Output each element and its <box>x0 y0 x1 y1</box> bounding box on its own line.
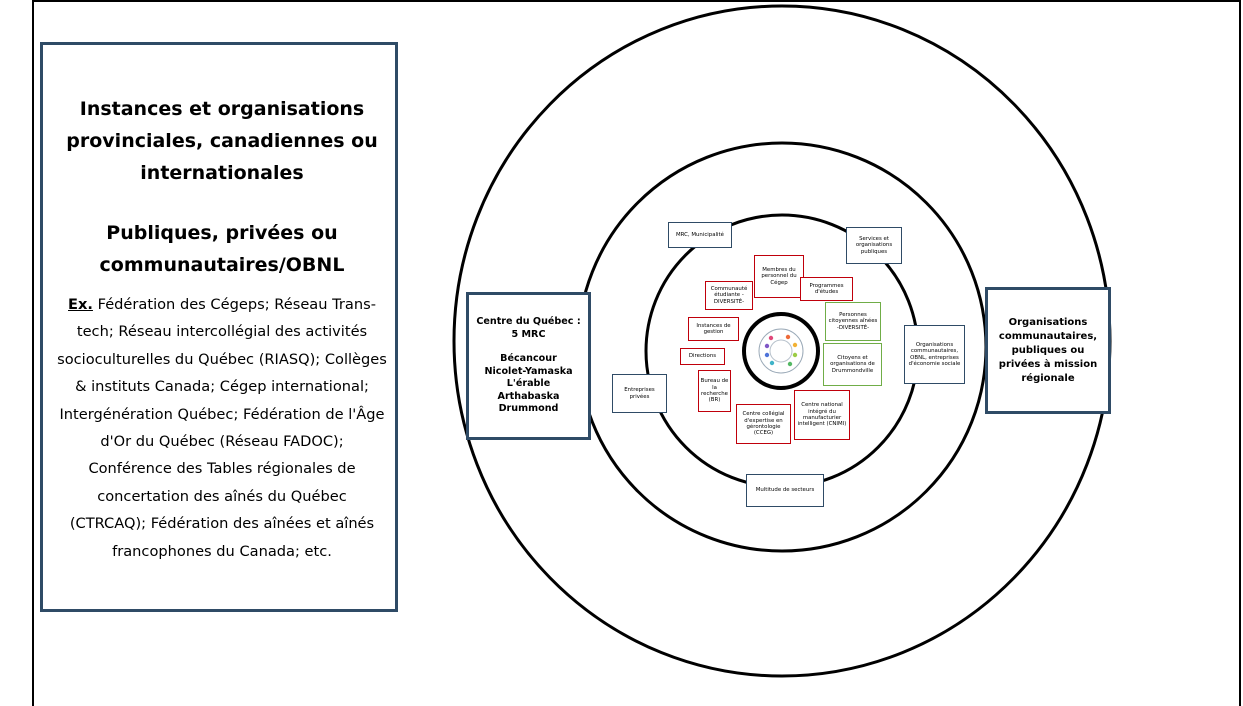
inner-circle <box>742 312 820 390</box>
citoyens-drummondville-label: Citoyens et organisations de Drummondvil… <box>823 343 882 386</box>
cceg-label: Centre collégial d'expertise en gérontol… <box>736 404 791 444</box>
regional-organizations-label: Organisations communautaires, publiques … <box>998 316 1098 384</box>
provincial-organizations-panel: Instances et organisations provinciales,… <box>40 42 398 612</box>
central-graphic <box>758 328 804 374</box>
bureau-recherche-label: Bureau de la recherche (BR) <box>698 370 731 412</box>
region-title: Centre du Québec : <box>476 315 581 327</box>
mrc-item: Arthabaska <box>497 390 560 402</box>
examples-text: Ex. Fédération des Cégeps; Réseau Trans-… <box>57 291 387 565</box>
programmes-etudes-label: Programmes d'études <box>800 277 853 301</box>
mrc-item: Drummond <box>498 403 559 415</box>
region-subtitle: 5 MRC <box>511 328 546 340</box>
panel-title: Instances et organisations provinciales,… <box>66 98 378 184</box>
mrc-municipalite-label: MRC, Municipalité <box>668 222 732 248</box>
examples-list: Fédération des Cégeps; Réseau Trans-tech… <box>57 296 387 560</box>
organisations-communautaires-label: Organisations communautaires, OBNL, entr… <box>904 325 965 384</box>
personnes-ainees-label: Personnes citoyennes aînées -DIVERSITÉ- <box>825 302 881 341</box>
multitude-secteurs-label: Multitude de secteurs <box>746 474 824 507</box>
regional-organizations-box: Organisations communautaires, publiques … <box>985 287 1111 414</box>
examples-label: Ex. <box>68 296 93 313</box>
membres-personnel-label: Membres du personnel du Cégep <box>754 255 804 298</box>
services-publics-label: Services et organisations publiques <box>846 227 902 264</box>
mrc-item: Nicolet-Yamaska <box>484 365 573 377</box>
directions-label: Directions <box>680 348 725 365</box>
cnimi-label: Centre national intégré du manufacturier… <box>794 390 850 440</box>
communaute-etudiante-label: Communauté étudiante -DIVERSITÉ- <box>705 281 753 310</box>
entreprises-privees-label: Entreprises privées <box>612 374 667 413</box>
instances-gestion-label: Instances de gestion <box>688 317 739 341</box>
region-box: Centre du Québec : 5 MRC Bécancour Nicol… <box>466 292 591 440</box>
panel-subtitle: Publiques, privées ou communautaires/OBN… <box>99 222 345 276</box>
mrc-item: Bécancour <box>500 353 557 365</box>
slide-frame <box>32 0 1241 706</box>
mrc-item: L'érable <box>506 378 551 390</box>
